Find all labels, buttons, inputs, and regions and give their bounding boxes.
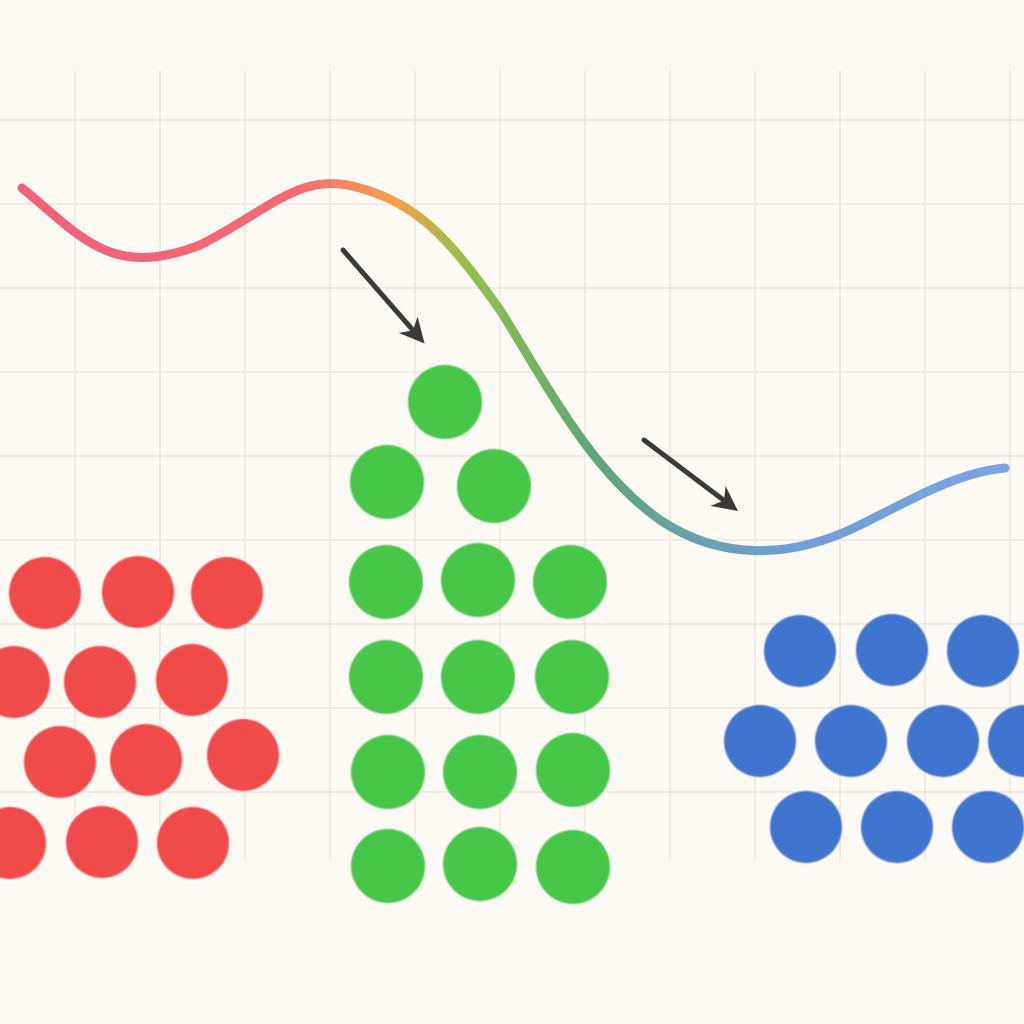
red-particle-cluster [0, 556, 279, 879]
green-particle [441, 640, 515, 714]
blue-particle [815, 705, 887, 777]
green-particle [351, 735, 425, 809]
red-particle [24, 726, 96, 798]
green-particle [351, 829, 425, 903]
blue-particle [988, 705, 1024, 777]
green-particle [408, 365, 482, 439]
red-particle [207, 719, 279, 791]
blue-particle [861, 791, 933, 863]
green-particle [536, 830, 610, 904]
arrow-down-right-icon [340, 247, 425, 344]
blue-particle [770, 791, 842, 863]
red-particle [156, 644, 228, 716]
arrow-down-right-icon [641, 437, 738, 512]
red-particle [110, 724, 182, 796]
green-particle [349, 545, 423, 619]
blue-particle [856, 614, 928, 686]
green-particle-cluster [349, 365, 610, 904]
blue-particle-cluster [724, 614, 1024, 863]
green-particle [350, 445, 424, 519]
blue-particle [907, 705, 979, 777]
red-particle [66, 806, 138, 878]
red-particle [64, 646, 136, 718]
red-particle [191, 557, 263, 629]
energy-profile-curve [17, 179, 1010, 556]
green-particle [441, 543, 515, 617]
blue-particle [764, 615, 836, 687]
red-particle [0, 646, 50, 718]
green-particle [443, 827, 517, 901]
blue-particle [724, 705, 796, 777]
blue-particle [947, 615, 1019, 687]
green-particle [457, 449, 531, 523]
green-particle [536, 733, 610, 807]
green-particle [535, 640, 609, 714]
blue-particle [952, 791, 1024, 863]
red-particle [9, 557, 81, 629]
red-particle [102, 556, 174, 628]
green-particle [349, 640, 423, 714]
green-particle [533, 545, 607, 619]
red-particle [0, 807, 46, 879]
red-particle [157, 807, 229, 879]
green-particle [443, 735, 517, 809]
